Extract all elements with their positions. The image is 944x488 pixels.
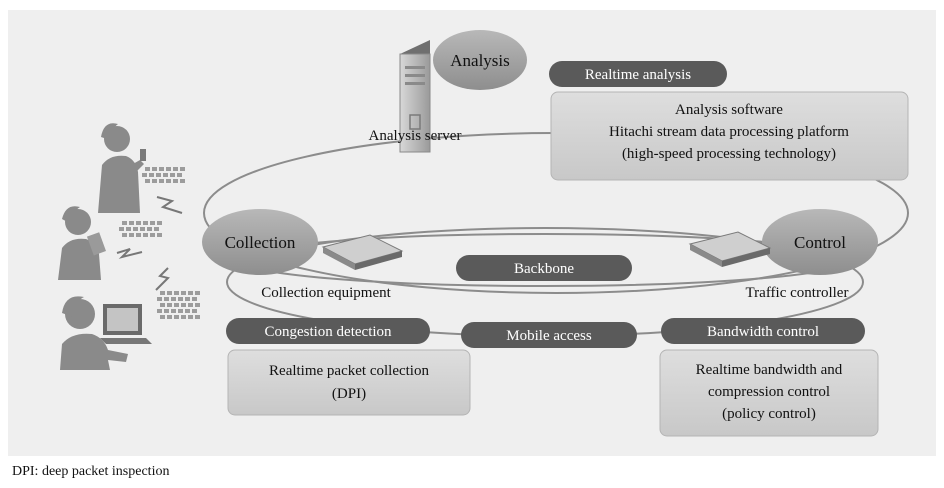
collection-node [202,209,318,275]
packet-stream-icon [142,167,185,183]
backbone-pill [456,255,632,281]
lightning-icon [156,196,183,214]
analysis-node-label: Analysis [450,51,510,70]
packet-stream-icon [157,291,200,319]
realtime-analysis-pill [549,61,727,87]
analysis-software-box [550,91,909,181]
collection-node-label: Collection [225,233,296,252]
packet-collection-box [227,349,471,416]
server-icon [399,40,431,153]
lightning-icon [116,248,143,259]
analysis-software-line3: (high-speed processing technology) [622,146,836,162]
analysis-node [433,30,527,90]
person-tablet-icon [58,206,106,280]
packet-collection-line2: (DPI) [332,386,366,402]
network-switch-icon [688,231,772,267]
control-node [762,209,878,275]
bandwidth-compression-line3: (policy control) [722,406,816,422]
bandwidth-compression-line2: compression control [708,384,830,400]
congestion-detection-label: Congestion detection [264,324,392,340]
person-laptop-icon [60,296,152,370]
mobile-access-pill [461,322,637,348]
bandwidth-control-pill [661,318,865,344]
traffic-controller-label: Traffic controller [746,285,849,301]
control-node-label: Control [794,233,846,252]
bandwidth-compression-line1: Realtime bandwidth and [696,362,843,378]
packet-collection-line1: Realtime packet collection [269,363,429,379]
analysis-software-line1: Analysis software [675,102,783,118]
packet-stream-icon [119,221,162,237]
lightning-icon [155,267,170,291]
backbone-label: Backbone [514,261,574,277]
congestion-detection-pill [226,318,430,344]
collection-equipment-label: Collection equipment [261,285,391,301]
network-switch-icon [321,234,404,270]
bandwidth-control-label: Bandwidth control [707,324,819,340]
bandwidth-compression-box [659,349,879,437]
mobile-access-label: Mobile access [506,328,592,344]
realtime-analysis-label: Realtime analysis [585,67,691,83]
analysis-server-label: Analysis server [369,128,462,144]
analysis-software-line2: Hitachi stream data processing platform [609,124,849,140]
person-phone-icon [98,123,146,213]
footnote: DPI: deep packet inspection [12,464,169,479]
